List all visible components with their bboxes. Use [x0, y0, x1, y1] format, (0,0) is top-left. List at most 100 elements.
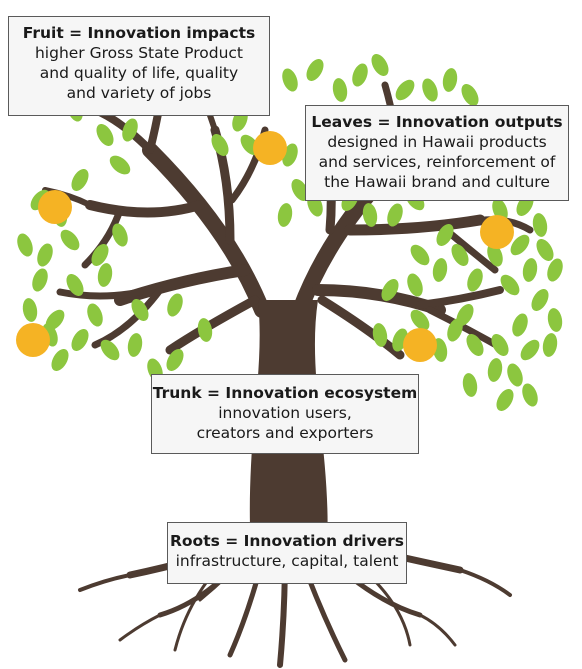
fruit-orange	[253, 131, 287, 165]
leaf	[520, 339, 540, 361]
leaf	[467, 268, 483, 292]
leaves-line: the Hawaii brand and culture	[324, 173, 550, 191]
leaf	[547, 308, 563, 332]
leaf	[510, 234, 530, 256]
tree-branch	[142, 142, 270, 318]
leaf	[496, 389, 514, 411]
leaf	[500, 274, 520, 296]
leaf	[491, 334, 509, 356]
leaf	[487, 243, 503, 267]
tree-branch	[165, 295, 260, 355]
leaves-line: designed in Hawaii products	[327, 133, 547, 151]
leaf	[371, 54, 389, 76]
leaf	[432, 258, 448, 282]
leaf	[282, 68, 298, 92]
trunk-line: innovation users,	[218, 404, 352, 422]
fruit-line: higher Gross State Product	[34, 44, 244, 62]
fruit-orange	[16, 323, 50, 357]
leaf	[466, 334, 484, 356]
roots-label-box: Roots = Innovation drivers infrastructur…	[167, 522, 407, 584]
tree-branch	[81, 206, 124, 269]
leaf	[547, 258, 563, 282]
leaf	[112, 223, 128, 247]
leaf	[167, 293, 183, 317]
trunk-line: creators and exporters	[196, 424, 374, 442]
tree-root	[78, 573, 132, 592]
leaf	[91, 244, 109, 266]
leaf	[291, 179, 309, 201]
leaf	[387, 203, 403, 227]
leaf	[410, 244, 430, 266]
tree-root	[458, 568, 512, 597]
figure-caption	[0, 0, 582, 7]
leaf	[100, 339, 120, 361]
tree-root	[418, 613, 457, 647]
leaf	[109, 155, 131, 175]
leaf	[532, 213, 548, 237]
trunk-heading: Trunk = Innovation ecosystem	[152, 384, 418, 402]
tree-root	[118, 613, 162, 642]
leaf	[32, 268, 48, 292]
tree-branch	[416, 286, 504, 309]
leaf	[97, 263, 113, 287]
leaf	[456, 304, 474, 326]
leaf	[462, 373, 478, 397]
leaves-label-box: Leaves = Innovation outputs designed in …	[305, 105, 569, 201]
leaf	[461, 84, 479, 106]
leaf	[352, 63, 368, 87]
leaf	[71, 329, 89, 351]
leaves-line: and services, reinforcement of	[318, 153, 556, 171]
leaf	[87, 303, 103, 327]
leaf	[127, 333, 143, 357]
roots-heading: Roots = Innovation drivers	[169, 532, 405, 550]
leaf	[122, 118, 138, 142]
leaf	[166, 349, 184, 371]
leaf	[37, 243, 53, 267]
leaf	[332, 78, 348, 102]
tree-branch	[56, 288, 144, 300]
leaf	[66, 274, 84, 296]
tree-branch	[42, 187, 93, 208]
leaf	[542, 333, 558, 357]
leaf	[451, 244, 469, 266]
leaves-heading: Leaves = Innovation outputs	[311, 113, 563, 131]
leaf	[395, 79, 415, 101]
fruit-orange	[38, 190, 72, 224]
roots-line: infrastructure, capital, talent	[175, 552, 399, 570]
fruit-label-box: Fruit = Innovation impacts higher Gross …	[8, 16, 270, 116]
leaf	[536, 239, 554, 261]
leaf	[60, 229, 80, 251]
leaf	[211, 134, 229, 156]
tree-branch	[85, 200, 205, 218]
fruit-orange	[480, 215, 514, 249]
leaf	[436, 224, 454, 246]
tree-fruit	[16, 131, 514, 362]
fruit-orange	[403, 328, 437, 362]
leaf	[507, 363, 523, 387]
tree-branch	[317, 295, 405, 360]
fruit-line: and quality of life, quality	[39, 64, 239, 82]
leaf	[306, 59, 324, 81]
leaf	[410, 309, 430, 331]
leaf	[277, 203, 293, 227]
leaf	[442, 68, 458, 92]
leaf	[522, 258, 538, 282]
leaf	[131, 299, 149, 321]
leaf	[17, 233, 33, 257]
leaf	[531, 289, 549, 311]
fruit-heading: Fruit = Innovation impacts	[22, 24, 256, 42]
leaf	[96, 124, 114, 146]
trunk-label-box: Trunk = Innovation ecosystem innovation …	[151, 374, 419, 454]
leaf	[487, 358, 503, 382]
leaf	[197, 318, 213, 342]
leaf	[422, 78, 438, 102]
leaf	[381, 279, 399, 301]
leaf	[22, 298, 38, 322]
leaf	[71, 169, 89, 191]
leaf	[407, 273, 423, 297]
leaf	[372, 323, 388, 347]
leaf	[362, 203, 378, 227]
fruit-line: and variety of jobs	[66, 84, 212, 102]
leaf	[512, 313, 528, 337]
leaf	[522, 383, 538, 407]
